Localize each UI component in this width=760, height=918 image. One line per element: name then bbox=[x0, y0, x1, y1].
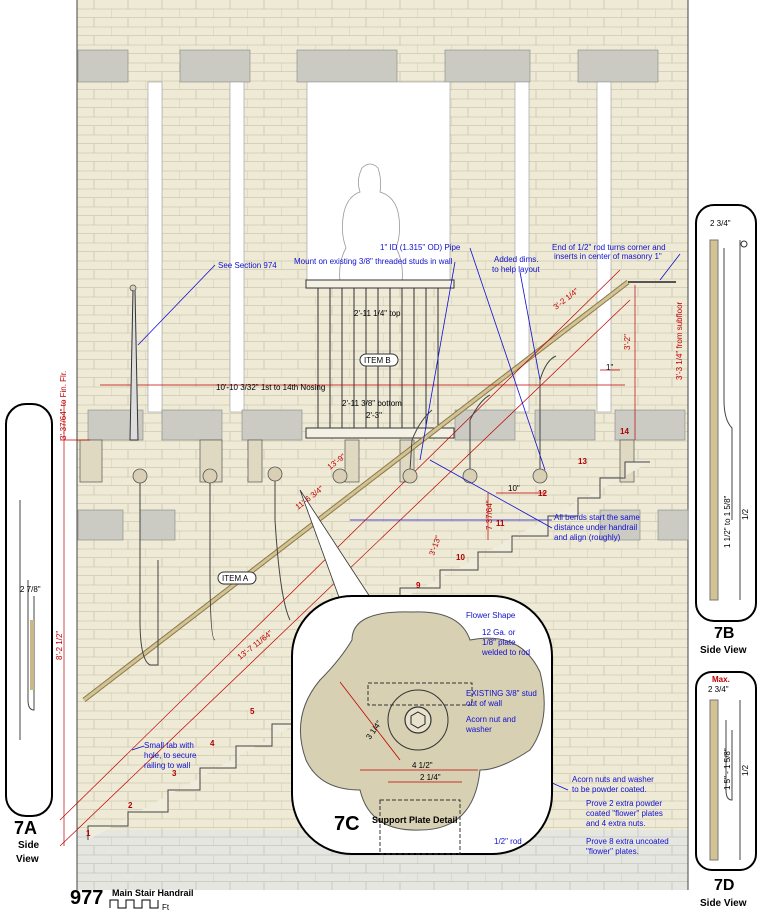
note-3b: "flower" plates. bbox=[586, 847, 639, 856]
callout-small-tab: Small tab with bbox=[144, 741, 194, 750]
detail-7c-title: Support Plate Detail bbox=[372, 815, 458, 825]
step-9: 9 bbox=[416, 581, 421, 590]
dim-d6: 3'-2" bbox=[623, 334, 632, 350]
detail-7c-acorn: Acorn nut and bbox=[466, 715, 516, 724]
step-3: 3 bbox=[172, 769, 177, 778]
detail-7c-plate-3: welded to rod bbox=[481, 648, 530, 657]
step-2: 2 bbox=[128, 801, 133, 810]
dim-w1: 2'-3" bbox=[366, 411, 382, 420]
detail-7d-frame bbox=[695, 671, 757, 871]
detail-7d-dim-top: 2 3/4" bbox=[708, 685, 729, 694]
sheet-scale: Ft bbox=[162, 903, 170, 912]
detail-7c-rod: 1/2" rod bbox=[494, 837, 522, 846]
detail-7d-max: Max. bbox=[712, 675, 730, 684]
stair-steps bbox=[87, 461, 650, 840]
step-1: 1 bbox=[86, 829, 91, 838]
callout-added-dims-2: to help layout bbox=[492, 265, 540, 274]
item-a-bubble bbox=[217, 571, 257, 585]
detail-7c-acorn-2: washer bbox=[465, 725, 492, 734]
step-5: 5 bbox=[250, 707, 255, 716]
detail-7b-sub: Side View bbox=[700, 645, 747, 656]
step-12: 12 bbox=[538, 489, 547, 498]
dim-d10: 7 37/64" bbox=[485, 500, 494, 530]
detail-7d-label: 7D bbox=[714, 877, 734, 894]
newel-post bbox=[129, 289, 139, 441]
scale-bar bbox=[109, 899, 159, 909]
detail-7c-label: 7C bbox=[334, 813, 360, 835]
detail-7d-sub: Side View bbox=[700, 898, 747, 909]
top-band bbox=[77, 49, 659, 83]
item-b-bubble bbox=[359, 353, 399, 367]
item-b-label: ITEM B bbox=[364, 356, 391, 365]
callout-end-rod: End of 1/2" rod turns corner and bbox=[552, 243, 666, 252]
detail-7c-dim-b: 4 1/2" bbox=[412, 761, 433, 770]
note-1b: to be powder coated. bbox=[572, 785, 647, 794]
detail-7b-dim-side: 1 1/2" to 1 5/8" bbox=[723, 495, 732, 548]
callout-see-section: See Section 974 bbox=[218, 261, 277, 270]
detail-7b-dim-half: 1/2 bbox=[741, 508, 750, 520]
step-4: 4 bbox=[210, 739, 215, 748]
detail-7a-dim: 2 7/8" bbox=[20, 585, 41, 594]
dim-d7: 3'-3 1/4" from subfloor bbox=[675, 301, 684, 380]
dim-nosing: 10'-10 3/32" 1st to 14th Nosing bbox=[216, 383, 325, 392]
detail-7c-flower: Flower Shape bbox=[466, 611, 516, 620]
detail-7d-dim-side: 1 5" - 1 5/8" bbox=[723, 748, 732, 790]
detail-7c-dim-c: 2 1/4" bbox=[420, 773, 441, 782]
dim-top: 2'-11 1/4" top bbox=[354, 309, 401, 318]
callout-small-tab-3: railing to wall bbox=[144, 761, 190, 770]
detail-7a-sub: Side bbox=[18, 840, 40, 851]
note-2b: coated "flower" plates bbox=[586, 809, 663, 818]
item-a-label: ITEM A bbox=[222, 574, 249, 583]
note-3: Prove 8 extra uncoated bbox=[586, 837, 669, 846]
dim-d9: 10" bbox=[508, 484, 520, 493]
callout-added-dims: Added dims. bbox=[494, 255, 538, 264]
detail-7b-label: 7B bbox=[714, 625, 734, 642]
detail-7c-stud-2: out of wall bbox=[466, 699, 502, 708]
note-2c: and 4 extra nuts. bbox=[586, 819, 646, 828]
callout-end-rod-2: inserts in center of masonry 1" bbox=[554, 252, 662, 261]
callout-pipe: 1" ID (1.315" OD) Pipe bbox=[380, 243, 461, 252]
detail-7a-frame bbox=[5, 403, 53, 817]
statue-silhouette bbox=[339, 163, 403, 283]
step-13: 13 bbox=[578, 457, 587, 466]
detail-7b-dim-top: 2 3/4" bbox=[710, 219, 731, 228]
flower-plates bbox=[129, 284, 548, 484]
dim-bottom: 2'-11 3/8" bottom bbox=[342, 399, 402, 408]
detail-7a-label: 7A bbox=[14, 818, 37, 838]
mid-band bbox=[77, 509, 689, 541]
step-14: 14 bbox=[620, 427, 629, 436]
sheet-number: 977 bbox=[70, 887, 103, 909]
callout-mount: Mount on existing 3/8" threaded studs in… bbox=[294, 257, 453, 266]
callout-small-tab-2: hole, to secure bbox=[144, 751, 197, 760]
detail-7a-sub2: View bbox=[16, 854, 39, 865]
dim-d4: 8'-2 1/2" bbox=[55, 631, 64, 660]
detail-7c-plate-2: 1/8" plate bbox=[482, 638, 516, 647]
detail-7c-stud: EXISTING 3/8" stud bbox=[466, 689, 537, 698]
detail-7c-plate: 12 Ga. or bbox=[482, 628, 516, 637]
callout-bends-3: and align (roughly) bbox=[554, 533, 621, 542]
detail-7d-dim-half: 1/2 bbox=[741, 764, 750, 776]
dim-fin-flr: 3'-37/64" to Fin. Flr. bbox=[59, 371, 68, 440]
callout-bends: All bends start the same bbox=[554, 513, 640, 522]
note-2: Prove 2 extra powder bbox=[586, 799, 662, 808]
detail-7b-frame bbox=[695, 204, 757, 622]
callout-bends-2: distance under handrail bbox=[554, 523, 637, 532]
detail-7c bbox=[291, 489, 553, 855]
dim-d8: 1" bbox=[606, 363, 613, 372]
note-1: Acorn nuts and washer bbox=[572, 775, 654, 784]
step-11: 11 bbox=[496, 519, 505, 528]
step-10: 10 bbox=[456, 553, 465, 562]
sheet-title: Main Stair Handrail bbox=[112, 888, 194, 898]
balusters bbox=[139, 355, 557, 666]
